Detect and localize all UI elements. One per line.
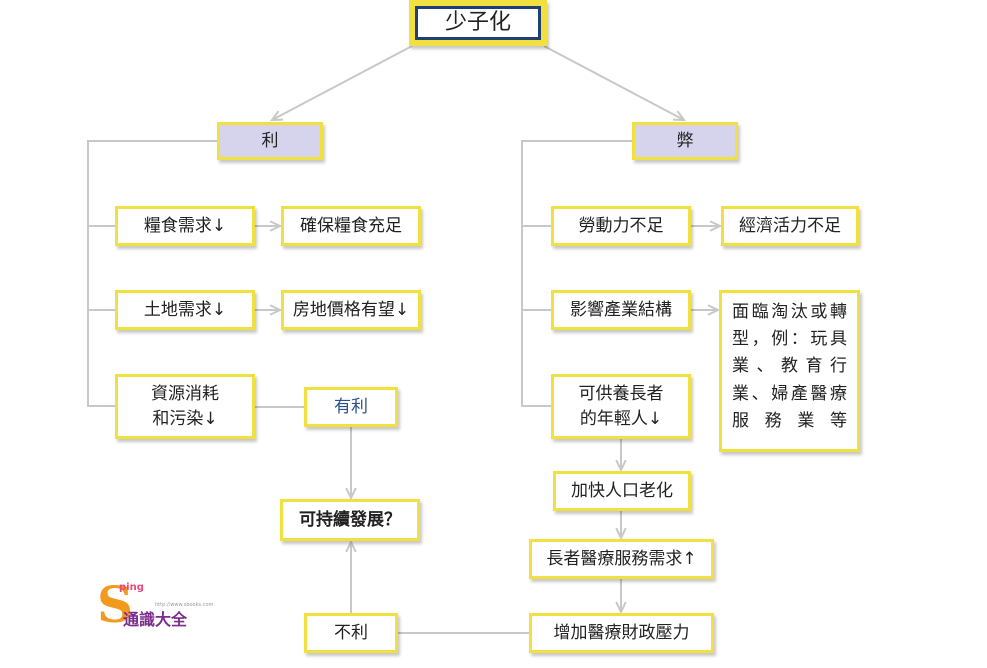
title-to-cons	[543, 45, 685, 121]
cons-cause-youth: 可供養長者 的年輕人↓	[551, 374, 691, 439]
logo-mark: S	[97, 575, 134, 634]
pros-bracket	[87, 140, 217, 407]
chain-medical-demand: 長者醫療服務需求↑	[529, 539, 714, 579]
pros-cause-land: 土地需求↓	[115, 290, 255, 330]
cons-category-box: 弊	[632, 122, 738, 160]
cons-bracket	[521, 140, 632, 407]
logo-url: http://www.sbooks.com	[155, 602, 214, 608]
cons-industry-arrow-arrowhead	[707, 304, 721, 316]
cons-cause-industry: 影響產業結構	[551, 290, 691, 330]
favorable-box: 有利	[304, 387, 398, 427]
favorable-to-outcome-arrowhead	[345, 487, 357, 501]
unfavorable-box: 不利	[304, 613, 398, 653]
chain-financial-pressure: 增加醫療財政壓力	[529, 613, 714, 653]
title-to-cons-arrowhead	[672, 110, 687, 122]
pros-category-box: 利	[217, 122, 323, 160]
chain-ageing: 加快人口老化	[553, 471, 691, 511]
logo-name: 通識大全	[123, 610, 188, 629]
pros-food-arrow-arrowhead	[269, 220, 283, 232]
logo-small-text: ping	[119, 582, 144, 593]
unfavorable-to-outcome-arrowhead	[345, 539, 357, 553]
pros-land-arrow-arrowhead	[269, 304, 283, 316]
title-text: 少子化	[444, 10, 511, 36]
medical-to-financial-arrowhead	[615, 601, 627, 615]
cons-effect-industry: 面臨淘汰或轉型，例：玩具業、教育行業、婦產醫療服務業等	[719, 290, 860, 452]
cons-cause-labour: 勞動力不足	[551, 206, 691, 246]
title-to-pros	[271, 45, 413, 121]
outcome-box: 可持續發展？	[280, 499, 420, 541]
youth-to-ageing-arrowhead	[615, 459, 627, 473]
pros-effect-food: 確保糧食充足	[281, 206, 421, 246]
pros-cause-food: 糧食需求↓	[115, 206, 255, 246]
pros-cause-resources: 資源消耗 和污染↓	[115, 374, 255, 439]
cons-effect-labour: 經濟活力不足	[721, 206, 859, 246]
pros-effect-land: 房地價格有望↓	[281, 290, 421, 330]
title-box: 少子化	[409, 0, 547, 46]
title-to-pros-arrowhead	[269, 110, 284, 122]
cons-labour-arrow-arrowhead	[709, 220, 723, 232]
logo: S ping http://www.sbooks.com 通識大全	[97, 580, 217, 640]
ageing-to-medical-arrowhead	[615, 527, 627, 541]
